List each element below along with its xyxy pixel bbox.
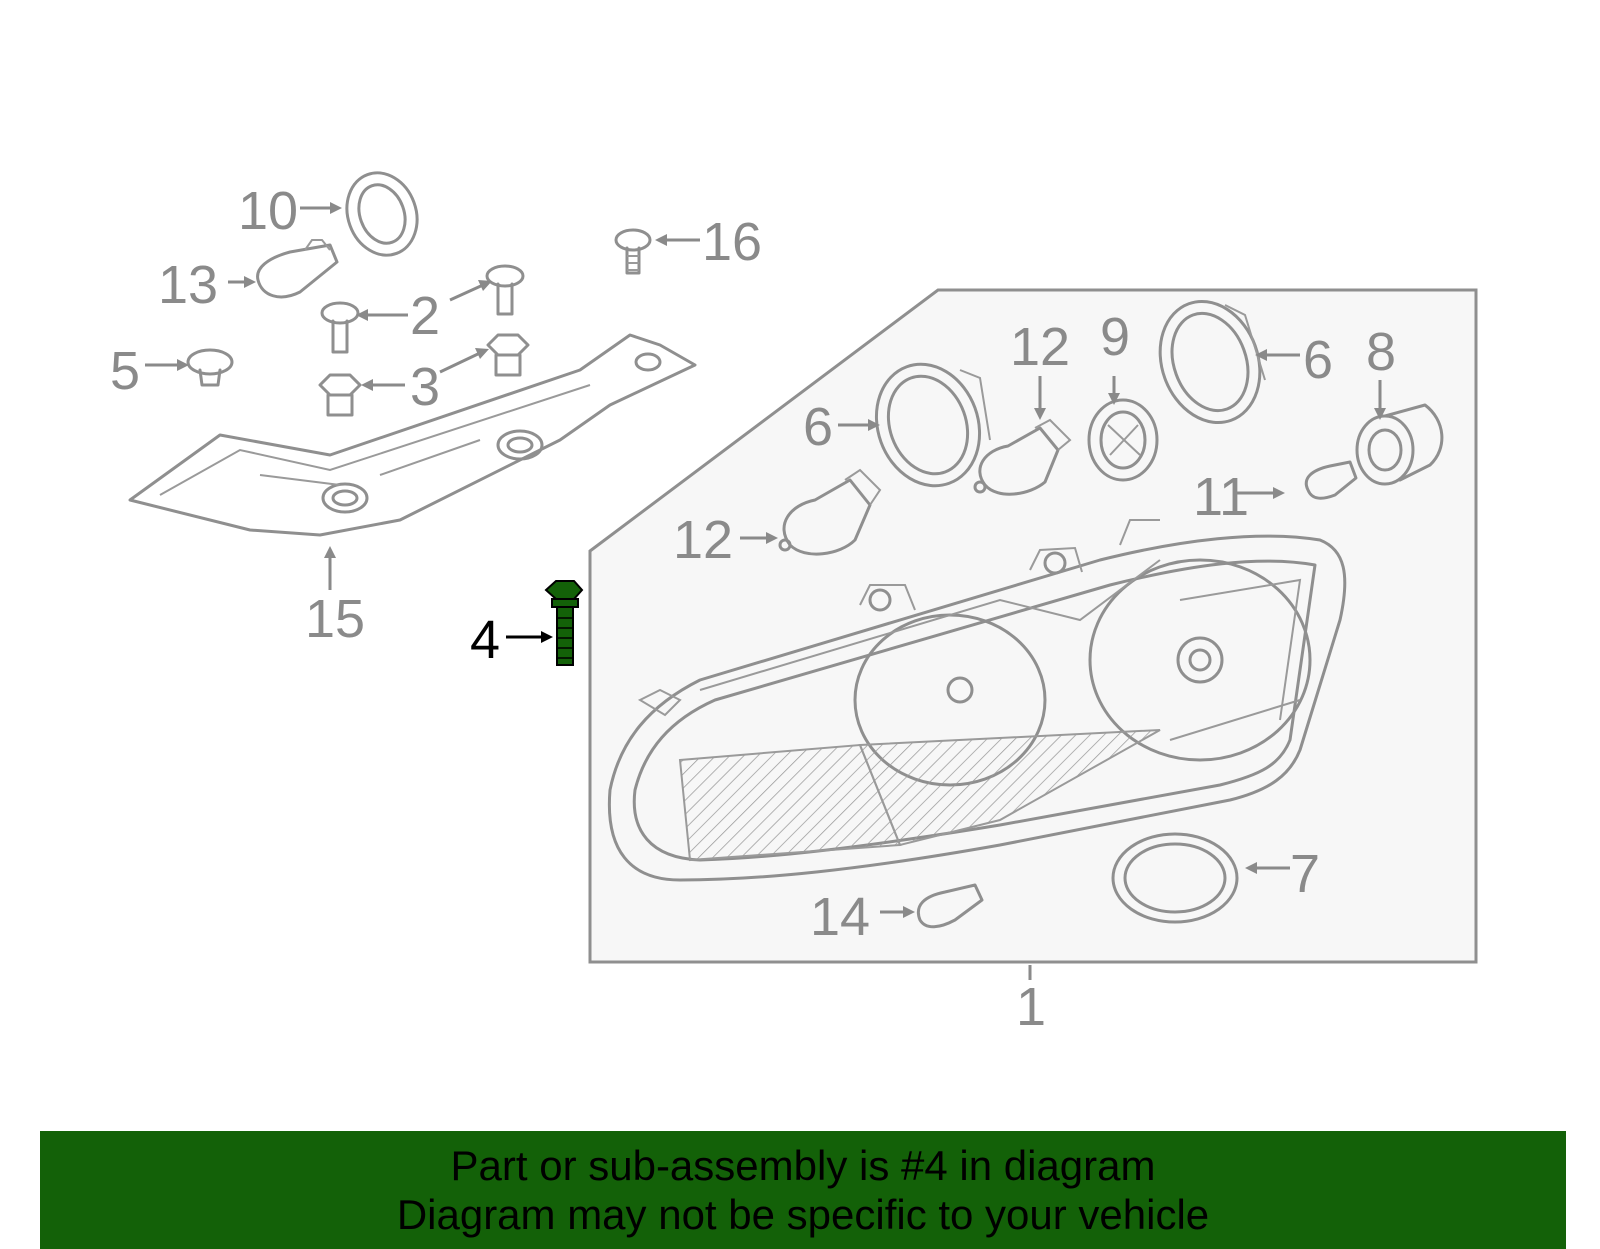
ring-6-right <box>1158 299 1266 425</box>
bulb-13 <box>256 239 339 299</box>
callout-6-right: 6 <box>1303 330 1333 390</box>
callout-labels: 10 13 16 2 3 5 15 6 12 12 9 6 8 11 7 14 … <box>110 181 1396 1037</box>
info-banner: Part or sub-assembly is #4 in diagram Di… <box>40 1131 1566 1249</box>
bulb-12-upper <box>973 418 1072 496</box>
headlamp-assembly-panel <box>588 288 1478 964</box>
callout-10: 10 <box>238 181 298 241</box>
bulb-14 <box>917 883 984 929</box>
bulb-11 <box>1304 460 1358 500</box>
callout-11: 11 <box>1193 467 1249 527</box>
callout-12-upper: 12 <box>1010 317 1070 377</box>
bulb-12-lower <box>778 468 882 556</box>
callout-7: 7 <box>1290 844 1320 904</box>
nut-3-right <box>486 333 530 377</box>
ring-6-left <box>874 362 991 488</box>
socket-9 <box>1087 398 1159 482</box>
leader-arrows <box>145 202 1386 980</box>
callout-2: 2 <box>410 286 440 346</box>
callout-12-lower: 12 <box>673 510 733 570</box>
socket-8 <box>1355 403 1444 486</box>
callout-5: 5 <box>110 341 140 401</box>
callout-8: 8 <box>1366 322 1396 382</box>
grommet-10 <box>345 171 419 257</box>
nut-3-left <box>318 373 362 417</box>
screw-2-left <box>320 301 360 354</box>
clip-5 <box>186 348 234 387</box>
callout-15: 15 <box>305 589 365 649</box>
callout-6-left: 6 <box>803 397 833 457</box>
screw-2-right <box>485 264 525 316</box>
callout-4-highlighted: 4 <box>470 610 500 670</box>
screw-16 <box>614 228 652 275</box>
seal-7 <box>1111 832 1239 924</box>
banner-line-disclaimer: Diagram may not be specific to your vehi… <box>396 1191 1210 1238</box>
headlamp-housing <box>607 519 1347 882</box>
bracket-shield <box>128 333 697 537</box>
bolt-4-highlighted <box>544 580 584 666</box>
callout-1: 1 <box>1016 977 1046 1037</box>
callout-16: 16 <box>702 212 762 272</box>
callout-3: 3 <box>410 357 440 417</box>
callout-14: 14 <box>810 887 870 947</box>
callout-9: 9 <box>1100 307 1130 367</box>
callout-13: 13 <box>158 255 218 315</box>
banner-line-part-number: Part or sub-assembly is #4 in diagram <box>450 1142 1156 1189</box>
